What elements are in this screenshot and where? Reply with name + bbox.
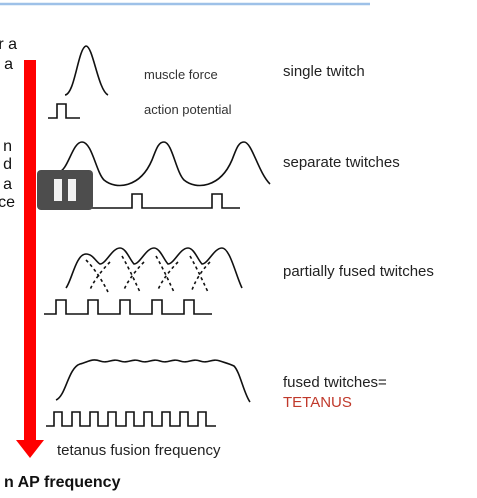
fusion-frequency-label: tetanus fusion frequency — [57, 442, 221, 459]
left-text-line-1: r a — [0, 36, 17, 53]
single-twitch-action-potential — [48, 103, 80, 119]
tetanus-label: TETANUS — [283, 394, 352, 411]
partially-fused-action-potentials — [44, 299, 212, 315]
action-potential-label: action potential — [144, 102, 232, 117]
pause-icon-bar — [68, 179, 76, 201]
pause-button[interactable] — [37, 170, 93, 210]
frequency-arrow-head — [16, 440, 44, 458]
separate-twitches-action-potentials — [48, 193, 240, 209]
single-twitch-label: single twitch — [283, 63, 365, 80]
left-text-line-6: ce — [0, 194, 15, 211]
fused-twitches-force-curve — [55, 359, 251, 403]
bottom-caption: n AP frequency — [4, 474, 121, 491]
left-text-line-4: d — [3, 156, 12, 173]
left-text-line-2: a — [4, 56, 13, 73]
left-text-line-3: n — [3, 138, 12, 155]
fused-twitches-label: fused twitches= — [283, 374, 387, 391]
muscle-force-label: muscle force — [144, 67, 218, 82]
pause-icon — [54, 179, 62, 201]
separate-twitches-force-curve — [57, 141, 271, 187]
frequency-arrow-shaft — [24, 60, 36, 444]
partially-fused-force-curve — [65, 247, 243, 293]
single-twitch-force-curve — [64, 45, 109, 96]
separate-twitches-label: separate twitches — [283, 154, 400, 171]
left-text-line-5: a — [3, 176, 12, 193]
fused-twitches-action-potentials — [46, 411, 216, 427]
partially-fused-label: partially fused twitches — [283, 263, 434, 280]
